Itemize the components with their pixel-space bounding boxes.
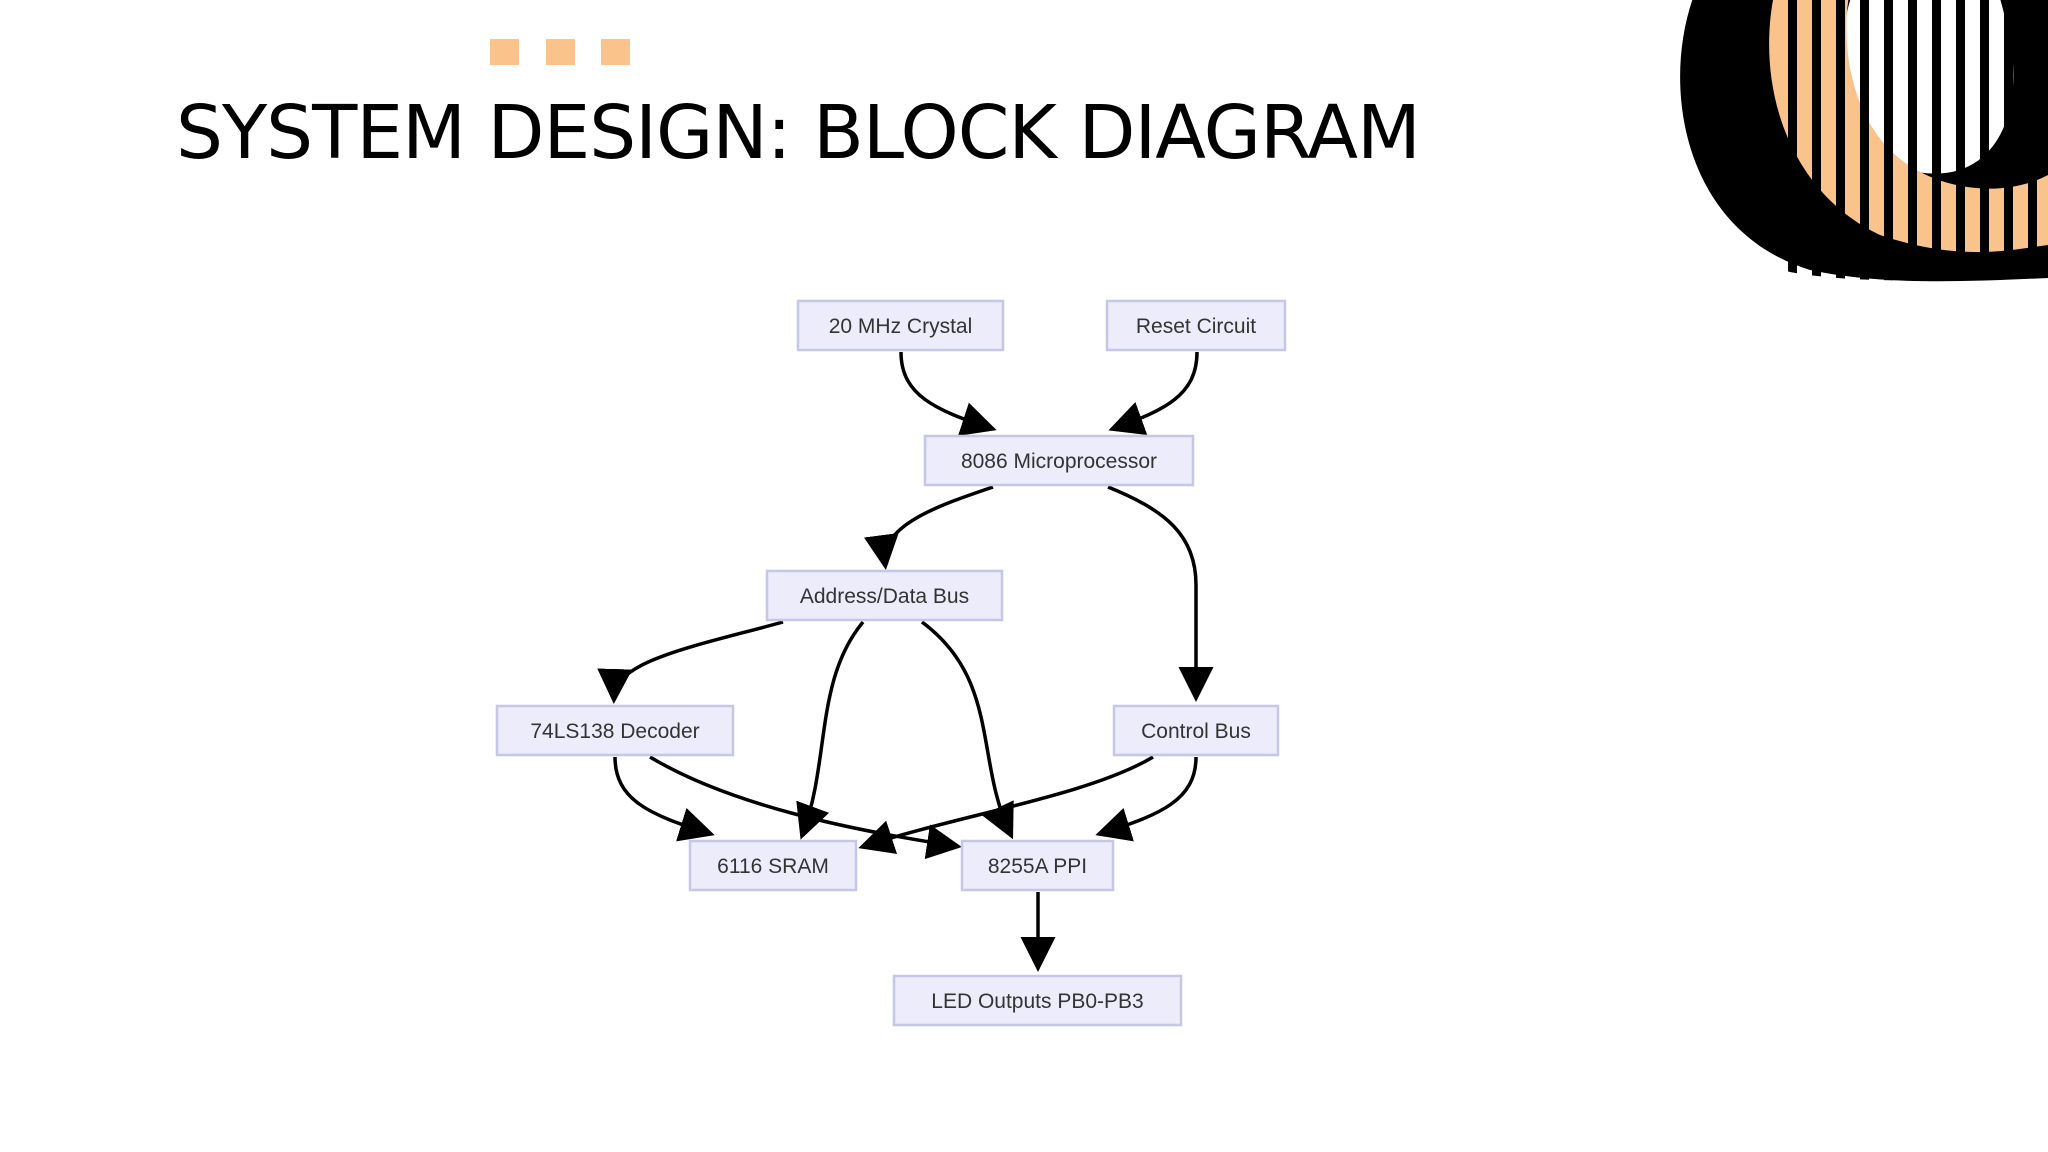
node-cpu: 8086 Microprocessor — [923, 434, 1195, 487]
edge-crystal-to-cpu — [899, 351, 997, 436]
edge-cpu-to-ctrlbus — [1107, 485, 1214, 702]
node-label: 74LS138 Decoder — [530, 720, 699, 743]
edge-addrbus-to-sram — [796, 620, 865, 840]
node-label: Reset Circuit — [1136, 315, 1256, 338]
node-label: Address/Data Bus — [800, 585, 969, 608]
node-addrbus: Address/Data Bus — [765, 569, 1004, 622]
striped-ring-logo-icon — [1680, 0, 2048, 282]
edge-ctrlbus-to-sram — [858, 755, 1154, 854]
accent-square — [546, 39, 575, 65]
node-crystal: 20 MHz Crystal — [796, 299, 1005, 352]
node-label: 6116 SRAM — [717, 855, 829, 878]
node-decoder: 74LS138 Decoder — [495, 704, 735, 757]
node-sram: 6116 SRAM — [688, 839, 858, 892]
node-label: 20 MHz Crystal — [829, 315, 973, 338]
node-label: 8086 Microprocessor — [961, 450, 1157, 473]
node-reset: Reset Circuit — [1105, 299, 1287, 352]
edge-ctrlbus-to-ppi — [1095, 756, 1198, 842]
node-label: Control Bus — [1141, 720, 1251, 743]
edge-addrbus-to-decoder — [597, 620, 784, 704]
edge-decoder-to-ppi — [649, 755, 962, 860]
edge-cpu-to-addrbus — [864, 485, 994, 570]
node-led: LED Outputs PB0-PB3 — [892, 974, 1183, 1027]
slide-title: SYSTEM DESIGN: BLOCK DIAGRAM — [176, 90, 1421, 176]
edge-reset-to-cpu — [1108, 351, 1199, 435]
node-ctrlbus: Control Bus — [1112, 704, 1280, 757]
node-label: LED Outputs PB0-PB3 — [931, 990, 1143, 1013]
accent-square — [601, 39, 630, 65]
node-label: 8255A PPI — [988, 855, 1087, 878]
accent-square — [490, 39, 519, 65]
edge-decoder-to-sram — [613, 756, 715, 842]
node-ppi: 8255A PPI — [960, 839, 1115, 892]
edge-addrbus-to-ppi — [920, 620, 1014, 840]
